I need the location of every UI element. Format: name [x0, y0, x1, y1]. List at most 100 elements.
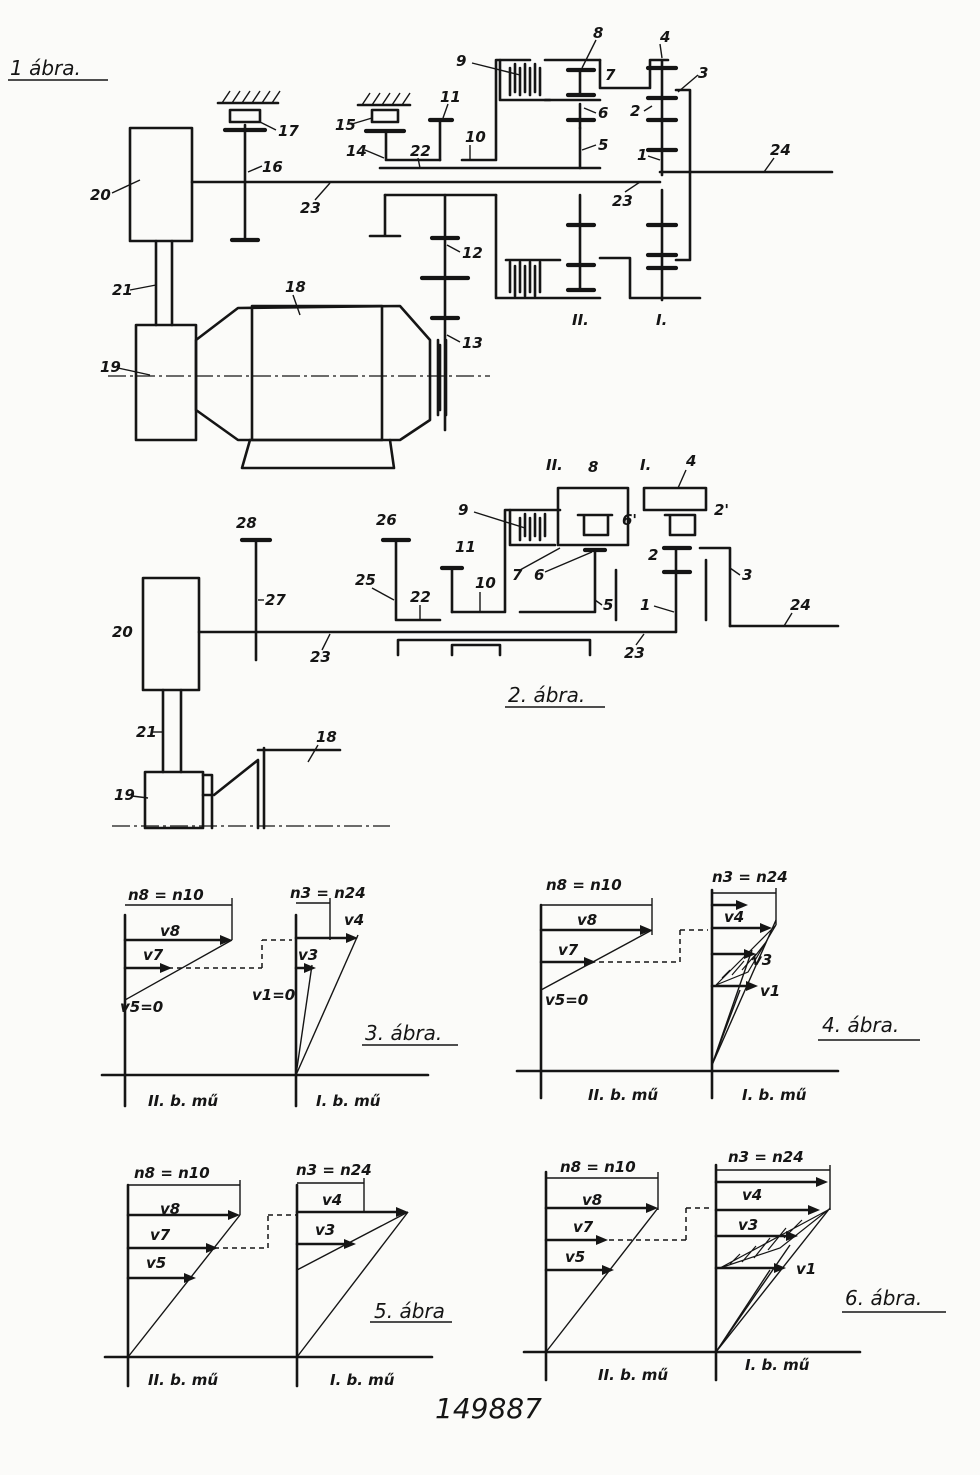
fig1-label-13: 13 [462, 334, 483, 352]
figure-1: 1 ábra. [8, 24, 834, 470]
fig2-label-11: 11 [455, 538, 476, 556]
velocity-arrow-head [640, 925, 652, 935]
fig4-axis-ii: II. b. mű [588, 1086, 658, 1104]
fig3-axis-ii: II. b. mű [148, 1092, 218, 1110]
figure-2: 2. ábra. [112, 452, 840, 830]
fig3-v7: v7 [143, 946, 164, 964]
fig6-v8: v8 [582, 1191, 602, 1209]
fig5-n-left: n8 = n10 [134, 1164, 210, 1182]
fig1-label-21: 21 [112, 281, 133, 299]
fig6-axis-ii: II. b. mű [598, 1366, 668, 1384]
fig1-label-14: 14 [346, 142, 367, 160]
fig1-label-16: 16 [262, 158, 283, 176]
fig4-v1: v1 [760, 982, 780, 1000]
fig2-roman-i: I. [640, 456, 651, 474]
fig1-label-1: 1 [637, 146, 647, 164]
fig3-n-left: n8 = n10 [128, 886, 204, 904]
fig3-v1: v1=0 [252, 986, 295, 1004]
fig2-label-20: 20 [112, 623, 133, 641]
fig1-roman-i: I. [656, 311, 667, 329]
velocity-arrow-head [596, 1235, 608, 1245]
fig6-v7: v7 [573, 1218, 594, 1236]
fig1-label-23a: 23 [300, 199, 321, 217]
fig3-v5: v5=0 [120, 998, 163, 1016]
fig1-label-7: 7 [605, 66, 616, 84]
fig5-v5: v5 [146, 1254, 166, 1272]
fig5-axis-i: I. b. mű [330, 1371, 395, 1389]
fig2-label-24: 24 [790, 596, 811, 614]
velocity-arrow-head [184, 1273, 196, 1283]
fig1-label-9: 9 [456, 52, 466, 70]
fig1-label-8: 8 [593, 24, 603, 42]
velocity-arrow-head [786, 1231, 798, 1241]
fig6-axis-i: I. b. mű [745, 1356, 810, 1374]
fig6-n-right: n3 = n24 [728, 1148, 804, 1166]
fig2-label-4: 4 [685, 452, 696, 470]
fig1-label-23b: 23 [612, 192, 633, 210]
velocity-arrow-head [344, 1239, 356, 1249]
velocity-arrow-head [160, 963, 172, 973]
velocity-arrow-head [774, 1263, 786, 1273]
fig4-axis-i: I. b. mű [742, 1086, 807, 1104]
velocity-arrow-head [816, 1177, 828, 1187]
fig4-n-right: n3 = n24 [712, 868, 788, 886]
patent-number: 149887 [435, 1392, 542, 1425]
fig2-label-25: 25 [355, 571, 376, 589]
fig6-n-left: n8 = n10 [560, 1158, 636, 1176]
fig6-v4: v4 [742, 1186, 762, 1204]
fig1-label-5: 5 [598, 136, 608, 154]
fig3-v3: v3 [298, 946, 318, 964]
fig1-label-10: 10 [465, 128, 486, 146]
figure-4: 4. ábra. II. b. mű I. b. mű n8 = n10 n3 … [515, 868, 920, 1104]
fig5-v3: v3 [315, 1221, 335, 1239]
figure-3-caption: 3. ábra. [365, 1021, 442, 1045]
fig1-label-24: 24 [770, 141, 791, 159]
fig2-label-22: 22 [410, 588, 431, 606]
fig4-v5: v5=0 [545, 991, 588, 1009]
velocity-arrow-head [746, 981, 758, 991]
figure-2-caption: 2. ábra. [508, 683, 585, 707]
fig2-label-10: 10 [475, 574, 496, 592]
fig1-label-12: 12 [462, 244, 483, 262]
fig2-label-21: 21 [136, 723, 157, 741]
fig2-label-23a: 23 [310, 648, 331, 666]
fig4-v7: v7 [558, 941, 579, 959]
fig2-label-6prime: 6' [622, 511, 637, 529]
fig1-label-20: 20 [90, 186, 111, 204]
velocity-arrow-head [760, 923, 772, 933]
fig2-label-18: 18 [316, 728, 337, 746]
fig2-roman-ii: II. [546, 456, 563, 474]
fig6-v5: v5 [565, 1248, 585, 1266]
fig1-label-15: 15 [335, 116, 356, 134]
fig1-label-18: 18 [285, 278, 306, 296]
fig4-v8: v8 [577, 911, 597, 929]
velocity-arrow-head [220, 935, 232, 945]
fig2-label-9: 9 [458, 501, 468, 519]
figure-4-caption: 4. ábra. [822, 1013, 899, 1037]
fig1-label-3: 3 [698, 64, 708, 82]
fig2-label-6: 6 [534, 566, 544, 584]
velocity-arrows [123, 900, 828, 1283]
fig3-v8: v8 [160, 922, 180, 940]
fig1-label-22: 22 [410, 142, 431, 160]
fig4-n-left: n8 = n10 [546, 876, 622, 894]
fig3-v4: v4 [344, 911, 364, 929]
velocity-arrow-head [396, 1207, 408, 1217]
figure-6: 6. ábra. II. b. mű I. b. mű n8 = n10 n3 … [522, 1148, 946, 1384]
fig2-label-5: 5 [603, 596, 613, 614]
fig6-v1: v1 [796, 1260, 816, 1278]
fig5-n-right: n3 = n24 [296, 1161, 372, 1179]
velocity-arrow-head [346, 933, 358, 943]
fig2-label-3: 3 [742, 566, 752, 584]
fig1-label-11: 11 [440, 88, 461, 106]
velocity-arrow-head [744, 949, 756, 959]
velocity-arrow-head [206, 1243, 218, 1253]
fig2-label-8: 8 [588, 458, 598, 476]
fig1-label-6: 6 [598, 104, 608, 122]
fig2-label-28: 28 [236, 514, 257, 532]
velocity-arrow-head [736, 900, 748, 910]
fig1-label-17: 17 [278, 122, 299, 140]
figure-1-caption: 1 ábra. [10, 56, 81, 80]
fig2-label-2: 2 [648, 546, 658, 564]
